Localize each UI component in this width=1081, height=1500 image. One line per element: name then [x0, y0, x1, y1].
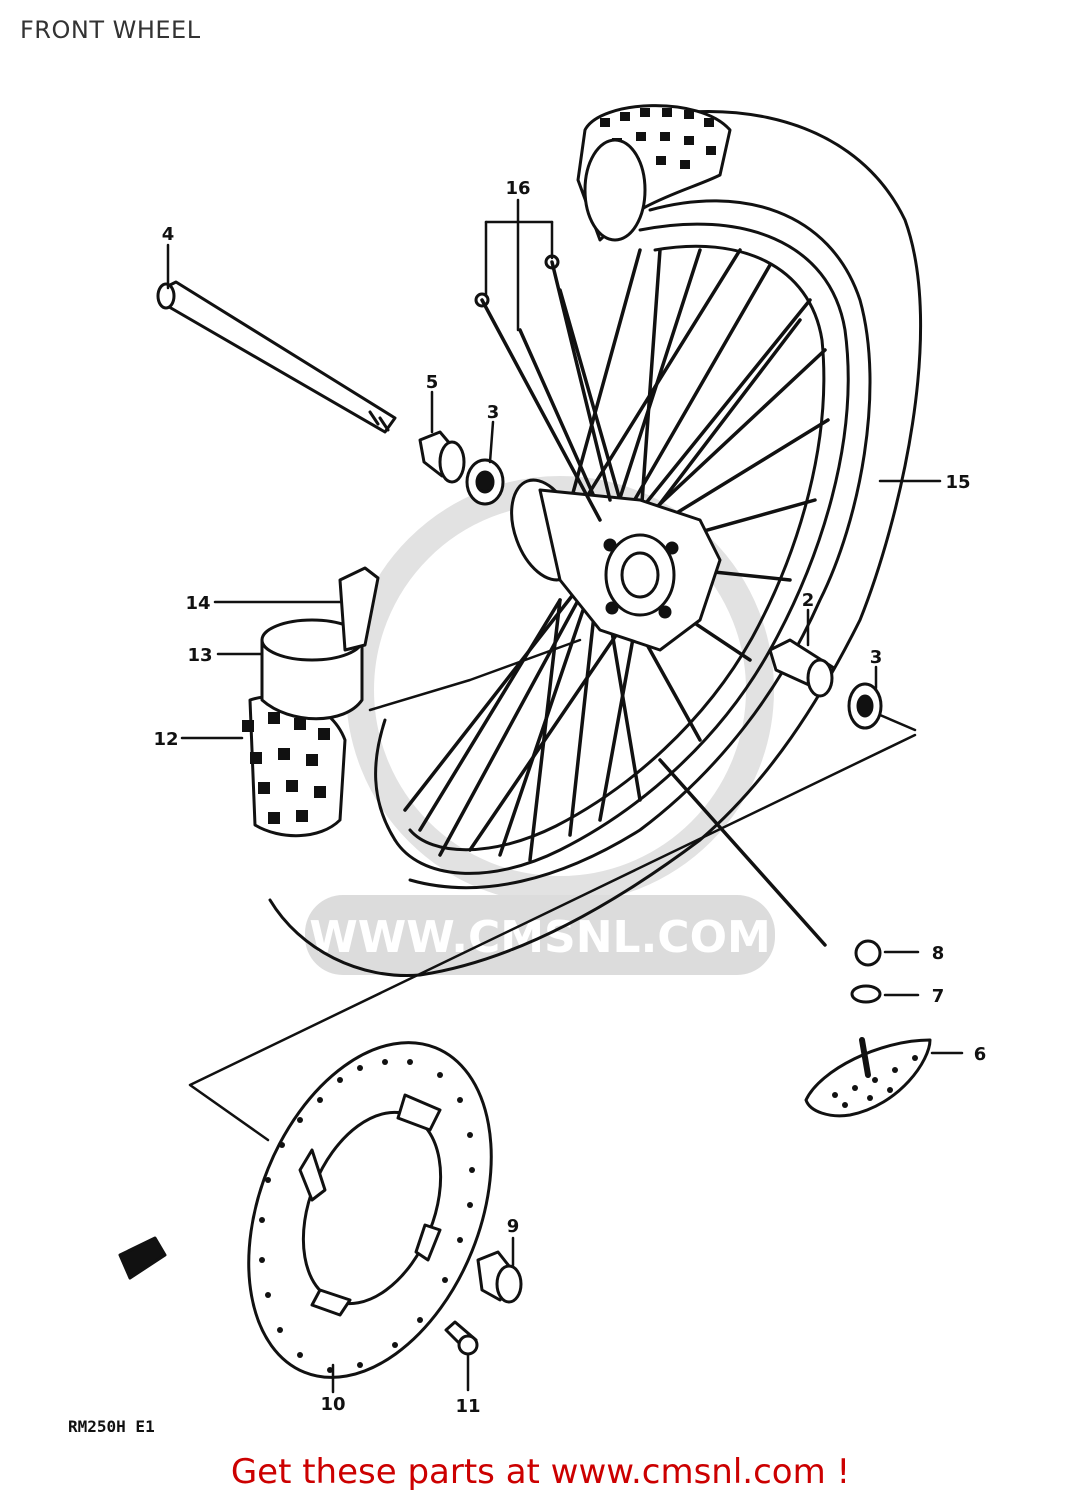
callout-15: 7 — [932, 986, 945, 1007]
leader-lines — [166, 198, 964, 1394]
brake-disc — [247, 1041, 493, 1379]
spoke-nipple-set — [474, 254, 827, 947]
hub — [510, 478, 722, 652]
rim — [374, 222, 850, 875]
disc-collar — [476, 1250, 523, 1304]
callout-3-left: 3 — [487, 402, 500, 423]
footer-link[interactable]: Get these parts at www.cmsnl.com ! — [230, 1452, 851, 1492]
page-title: FRONT WHEEL — [20, 16, 201, 44]
disc-bolt — [444, 1320, 479, 1356]
valve-washer — [850, 984, 882, 1004]
callout-3-right: 3 — [870, 647, 883, 668]
callout-11: 14 — [185, 593, 210, 614]
spacer-collar — [418, 430, 466, 484]
valve-nut — [854, 939, 882, 967]
axle — [156, 280, 397, 434]
diagram-code: RM250H E1 — [68, 1417, 155, 1436]
callout-16: 8 — [932, 943, 945, 964]
callout-12: 15 — [945, 472, 970, 493]
exploded-parts-diagram: WWW.CMSNL.COM — [68, 104, 986, 1436]
callout-4: 4 — [162, 224, 175, 245]
small-part — [118, 1236, 167, 1280]
bearing-left — [465, 458, 505, 506]
callout-5: 5 — [426, 372, 439, 393]
callout-14: 6 — [974, 1044, 987, 1065]
callout-10: 13 — [187, 645, 212, 666]
callout-7: 10 — [320, 1394, 345, 1415]
callout-2: 2 — [802, 590, 815, 611]
tube-valve — [338, 566, 380, 652]
callout-labels: 4 5 3 16 15 2 3 14 13 12 8 7 6 9 10 11 — [153, 178, 986, 1417]
callout-9: 12 — [153, 729, 178, 750]
callout-6: 9 — [507, 1216, 520, 1237]
rim-band — [260, 618, 364, 721]
callout-13: 16 — [505, 178, 530, 199]
callout-8: 11 — [455, 1396, 480, 1417]
rim-lock — [804, 1037, 932, 1118]
hub-spacer — [768, 638, 836, 698]
bearing-right — [847, 682, 883, 730]
assembly-lines — [188, 638, 917, 1142]
